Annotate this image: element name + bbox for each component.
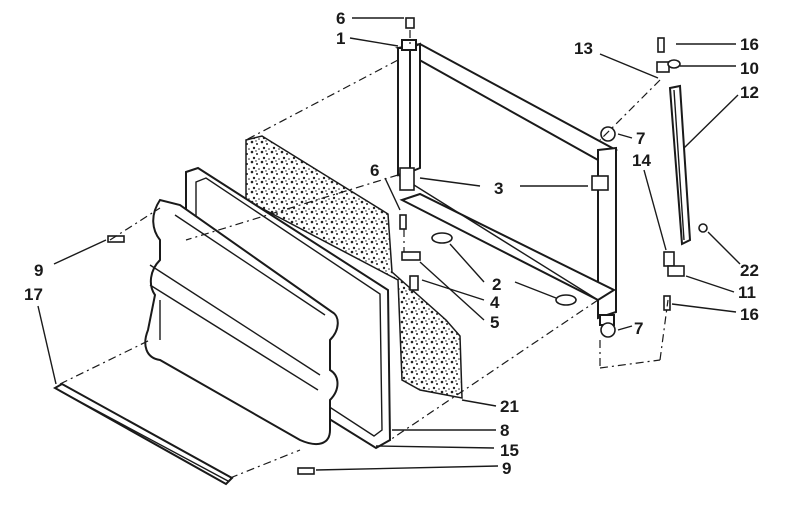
callout-9-bottom: 9: [502, 459, 511, 478]
callout-6-mid: 6: [370, 161, 379, 180]
callout-11: 11: [738, 283, 756, 302]
callout-13: 13: [574, 39, 593, 58]
callout-labels: 6 1 13 16 10 12 7 14 6 3 9 22 2 17 11 4 …: [24, 9, 759, 478]
callout-3: 3: [494, 179, 503, 198]
door-frame: [395, 39, 619, 326]
callout-5: 5: [490, 313, 499, 332]
insulation-panel: [245, 135, 463, 399]
callout-10: 10: [740, 59, 759, 78]
callout-17: 17: [24, 285, 43, 304]
hardware-parts: [107, 17, 708, 475]
callout-6-top: 6: [336, 9, 345, 28]
door-liner: [144, 198, 339, 446]
callout-15: 15: [500, 441, 519, 460]
callout-7-bottom: 7: [634, 319, 643, 338]
callout-16-top: 16: [740, 35, 759, 54]
callout-4: 4: [490, 293, 500, 312]
leader-lines: [37, 17, 741, 471]
hinge-bar: [668, 84, 692, 246]
callout-14: 14: [632, 151, 651, 170]
callout-9-left: 9: [34, 261, 43, 280]
callout-2: 2: [492, 275, 501, 294]
trim-strip: [52, 382, 234, 486]
callout-22: 22: [740, 261, 759, 280]
assembly-lines: [59, 30, 669, 479]
callout-21: 21: [500, 397, 519, 416]
callout-12: 12: [740, 83, 759, 102]
callout-8: 8: [500, 421, 509, 440]
callout-1: 1: [336, 29, 345, 48]
callout-7-top: 7: [636, 129, 645, 148]
callout-16-bottom: 16: [740, 305, 759, 324]
